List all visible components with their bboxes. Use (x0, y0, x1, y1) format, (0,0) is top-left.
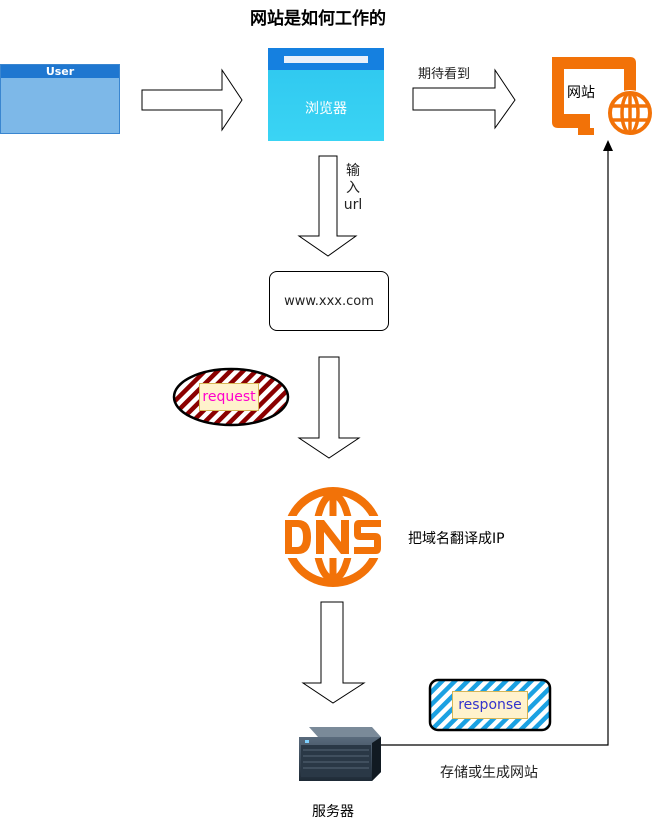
server-icon (299, 727, 381, 781)
url-label: www.xxx.com (284, 293, 374, 309)
user-header: User (1, 65, 119, 78)
arrow-dns-to-server (301, 601, 366, 704)
edge-label-expect: 期待看到 (418, 67, 471, 82)
arrow-user-to-browser (141, 68, 243, 132)
edge-label-input: 输 入 url (343, 163, 363, 214)
edge-label-store: 存储或生成网站 (440, 765, 538, 781)
edge-label-input-char: 输 (346, 163, 360, 179)
dns-note: 把域名翻译成IP (408, 531, 505, 547)
url-node: www.xxx.com (269, 271, 389, 331)
edge-label-input-char: url (343, 197, 363, 213)
user-node: User (0, 64, 120, 134)
diagram-title: 网站是如何工作的 (250, 9, 386, 29)
request-label: request (199, 383, 259, 411)
browser-node: 浏览器 (268, 48, 384, 141)
website-label: 网站 (567, 85, 595, 101)
dns-globe-icon (281, 487, 385, 587)
server-label: 服务器 (312, 804, 354, 820)
response-label: response (452, 691, 528, 719)
browser-titlebar (268, 48, 384, 70)
browser-label: 浏览器 (305, 101, 347, 117)
arrow-browser-to-website (412, 68, 516, 130)
edge-label-input-char: 入 (346, 180, 360, 196)
arrow-browser-to-url (297, 155, 358, 257)
arrow-server-to-website (381, 140, 613, 746)
browser-address-bar (284, 56, 368, 63)
monitor-globe-icon (552, 57, 653, 136)
arrow-url-to-dns (297, 356, 361, 459)
